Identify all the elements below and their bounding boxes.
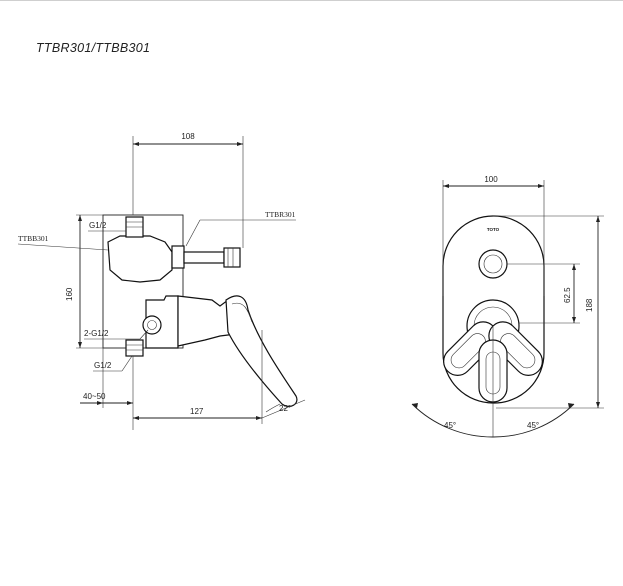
- page-title: TTBR301/TTBB301: [36, 41, 151, 55]
- shaft-end: [223, 247, 241, 268]
- shaft: [183, 251, 225, 264]
- bottom-inlet-fitting: [125, 339, 144, 357]
- handle-lever: [225, 295, 298, 408]
- mid-inlet: [142, 315, 162, 335]
- dim-depth-127: 127: [190, 407, 204, 416]
- arc-right: [492, 403, 575, 438]
- label-inlet-top: G1/2: [89, 221, 107, 230]
- dim-angle-right: 45°: [527, 421, 539, 430]
- dim-height-160: 160: [65, 287, 74, 301]
- label-model-left: TTBB301: [18, 234, 49, 243]
- label-model-right: TTBR301: [265, 210, 296, 219]
- valve-body: [107, 235, 173, 283]
- brand-logo: TOTO: [487, 227, 500, 232]
- dim-height-188: 188: [585, 298, 594, 312]
- dim-angle-22: 22°: [279, 404, 291, 413]
- dim-width-100: 100: [484, 175, 498, 184]
- diverter-knob: [478, 249, 508, 279]
- front-view: TOTO 100 188 62.5: [411, 175, 604, 438]
- dim-width-108: 108: [181, 132, 195, 141]
- dim-depth-range: 40~50: [83, 392, 106, 401]
- side-view: 108 160 G1/2 TTBB301 TTBR301 2-G1/2 G1/2…: [17, 132, 306, 430]
- dim-angle-left: 45°: [444, 421, 456, 430]
- dim-offset-62-5: 62.5: [563, 287, 572, 303]
- label-inlet-mid: 2-G1/2: [84, 329, 109, 338]
- arc-left: [411, 403, 494, 438]
- top-rule: [0, 0, 623, 4]
- shaft-collar: [171, 245, 185, 269]
